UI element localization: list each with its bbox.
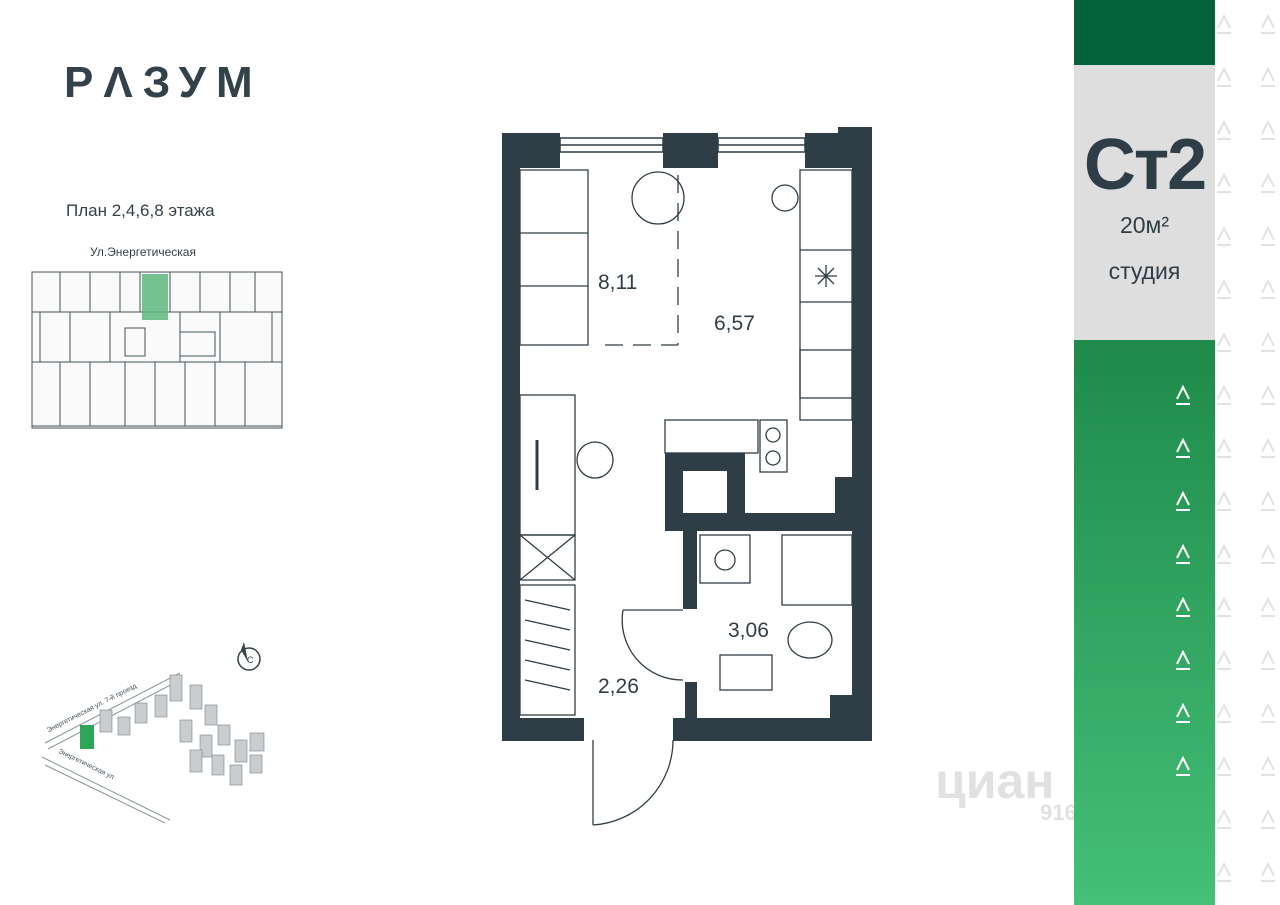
caret-mark bbox=[1261, 278, 1275, 299]
caret-mark bbox=[1217, 702, 1231, 723]
caret-mark bbox=[1261, 437, 1275, 458]
caret-mark bbox=[1217, 119, 1231, 140]
caret-mark bbox=[1176, 384, 1190, 405]
compass-icon bbox=[237, 642, 261, 671]
caret-mark bbox=[1261, 13, 1275, 34]
caret-mark bbox=[1261, 331, 1275, 352]
caret-mark bbox=[1217, 596, 1231, 617]
room-area-bathroom: 3,06 bbox=[728, 619, 769, 642]
caret-mark bbox=[1176, 649, 1190, 670]
caret-mark bbox=[1217, 755, 1231, 776]
caret-mark bbox=[1261, 649, 1275, 670]
caret-mark bbox=[1261, 755, 1275, 776]
caret-mark bbox=[1217, 808, 1231, 829]
apartment-area: 20м² bbox=[1119, 212, 1170, 238]
caret-mark bbox=[1217, 649, 1231, 670]
caret-mark bbox=[1217, 66, 1231, 87]
caret-mark bbox=[1261, 543, 1275, 564]
caret-mark bbox=[1176, 596, 1190, 617]
snowflake-icon bbox=[815, 265, 837, 287]
caret-mark bbox=[1176, 702, 1190, 723]
compass-label: С bbox=[247, 655, 254, 665]
caret-mark bbox=[1217, 437, 1231, 458]
side-panel-gradient bbox=[1074, 340, 1215, 905]
highlight-unit bbox=[142, 274, 168, 320]
site-highlight-building bbox=[80, 725, 94, 749]
brand-logo: РΛЗУМ bbox=[64, 58, 263, 107]
caret-mark bbox=[1261, 596, 1275, 617]
caret-mark bbox=[1261, 808, 1275, 829]
caret-pattern bbox=[1176, 13, 1275, 882]
caret-mark bbox=[1217, 543, 1231, 564]
apartment-type: студия bbox=[1108, 258, 1181, 284]
caret-mark bbox=[1261, 119, 1275, 140]
caret-mark bbox=[1261, 66, 1275, 87]
caret-mark bbox=[1217, 13, 1231, 34]
caret-mark bbox=[1176, 437, 1190, 458]
room-area-kitchen: 6,57 bbox=[714, 312, 755, 335]
floor-schematic bbox=[31, 271, 283, 429]
caret-mark bbox=[1176, 543, 1190, 564]
watermark-logo: циан bbox=[935, 753, 1055, 809]
site-plan bbox=[41, 672, 265, 824]
caret-mark bbox=[1261, 384, 1275, 405]
caret-mark bbox=[1176, 490, 1190, 511]
caret-mark bbox=[1217, 384, 1231, 405]
caret-mark bbox=[1217, 861, 1231, 882]
caret-mark bbox=[1176, 755, 1190, 776]
caret-mark bbox=[1261, 861, 1275, 882]
caret-mark bbox=[1217, 331, 1231, 352]
caret-mark bbox=[1217, 490, 1231, 511]
floor-plan-title: План 2,4,6,8 этажа bbox=[66, 201, 215, 220]
apartment-plan bbox=[502, 127, 872, 826]
caret-mark bbox=[1261, 172, 1275, 193]
caret-mark bbox=[1261, 225, 1275, 246]
caret-mark bbox=[1261, 490, 1275, 511]
room-area-living: 8,11 bbox=[598, 271, 638, 294]
caret-mark bbox=[1217, 278, 1231, 299]
side-panel-top bbox=[1074, 0, 1215, 65]
apartment-code: Ст2 bbox=[1083, 125, 1207, 205]
side-panel-info bbox=[1074, 65, 1215, 340]
street-label-top: Ул.Энергетическая bbox=[90, 245, 196, 259]
caret-mark bbox=[1261, 702, 1275, 723]
caret-mark bbox=[1217, 172, 1231, 193]
caret-mark bbox=[1217, 225, 1231, 246]
room-area-hall: 2,26 bbox=[598, 675, 639, 698]
